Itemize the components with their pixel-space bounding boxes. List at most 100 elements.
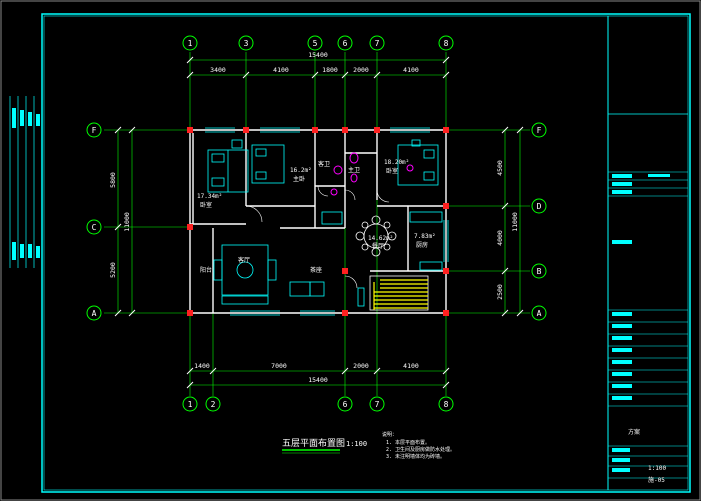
title-block: 方案 1:100 施-05 bbox=[607, 16, 688, 490]
dim-bottom-seg: 4100 bbox=[403, 362, 419, 370]
room-name: 主卫 bbox=[348, 166, 360, 174]
svg-text:D: D bbox=[537, 202, 542, 211]
svg-text:F: F bbox=[92, 126, 97, 135]
room-name: 主卧 bbox=[293, 175, 305, 183]
room-name: 客厅 bbox=[238, 256, 250, 264]
svg-text:A: A bbox=[92, 309, 97, 318]
dimension-texts: 15400 3400 4100 1800 2000 4100 1400 7000… bbox=[109, 51, 519, 384]
notes-title: 说明： bbox=[382, 431, 397, 438]
room-name: 餐厅 bbox=[372, 242, 384, 250]
room-area: 7.83m² bbox=[414, 233, 436, 240]
svg-text:C: C bbox=[92, 223, 97, 232]
dimension-ticks bbox=[114, 56, 524, 389]
svg-text:F: F bbox=[537, 126, 542, 135]
room-name: 客卫 bbox=[318, 160, 330, 168]
room-name: 阳台 bbox=[200, 266, 212, 274]
axis-bubble-right: A bbox=[531, 305, 547, 321]
room-name: 卧室 bbox=[200, 201, 212, 209]
svg-text:2: 2 bbox=[211, 400, 216, 409]
windows bbox=[205, 127, 449, 316]
room-labels: 17.34m² 卧室 16.2m² 主卧 客卫 主卫 18.20m² 卧室 14… bbox=[197, 159, 436, 274]
room-name: 厨房 bbox=[416, 241, 428, 249]
binding-strip bbox=[9, 96, 43, 268]
axis-bubble-top: 1 bbox=[182, 35, 198, 51]
axis-bubble-top: 3 bbox=[238, 35, 254, 51]
svg-text:8: 8 bbox=[444, 39, 449, 48]
dim-bottom-total: 15400 bbox=[308, 376, 328, 384]
dim-top-seg: 3400 bbox=[210, 66, 226, 74]
dim-top-total: 15400 bbox=[308, 51, 328, 59]
axis-bubble-right: F bbox=[531, 122, 547, 138]
svg-text:6: 6 bbox=[343, 39, 348, 48]
drawing-title: 五层平面布置图 bbox=[282, 437, 345, 449]
drawing-title-group: 五层平面布置图 1:100 bbox=[282, 437, 367, 454]
dim-top-seg: 1800 bbox=[322, 66, 338, 74]
svg-text:8: 8 bbox=[444, 400, 449, 409]
axis-bubble-right: D bbox=[531, 198, 547, 214]
structural-columns bbox=[187, 127, 449, 316]
svg-text:3: 3 bbox=[244, 39, 249, 48]
axis-bubbles: 1 3 5 6 7 8 1 2 6 7 8 F C A F D B A bbox=[86, 35, 547, 412]
svg-text:5: 5 bbox=[313, 39, 318, 48]
room-name: 卧室 bbox=[386, 167, 398, 175]
dim-top-seg: 4100 bbox=[273, 66, 289, 74]
axis-bubble-top: 6 bbox=[337, 35, 353, 51]
axis-bubble-left: A bbox=[86, 305, 102, 321]
dimension-lines bbox=[117, 59, 521, 386]
room-area: 14.62m² bbox=[368, 235, 393, 242]
walls bbox=[189, 129, 447, 314]
axis-bubble-left: F bbox=[86, 122, 102, 138]
dim-left-seg: 5200 bbox=[109, 262, 117, 278]
svg-text:6: 6 bbox=[343, 400, 348, 409]
room-area: 17.34m² bbox=[197, 193, 222, 200]
svg-text:A: A bbox=[537, 309, 542, 318]
dining-table bbox=[355, 215, 397, 257]
axis-bubble-top: 5 bbox=[307, 35, 323, 51]
svg-text:7: 7 bbox=[375, 400, 380, 409]
room-name: 茶座 bbox=[310, 266, 322, 274]
axis-bubble-right: B bbox=[531, 263, 547, 279]
title-block-sheet: 施-05 bbox=[648, 476, 665, 484]
svg-text:1: 1 bbox=[188, 39, 193, 48]
axis-bubble-top: 8 bbox=[438, 35, 454, 51]
dim-left-seg: 5800 bbox=[109, 172, 117, 188]
room-area: 18.20m² bbox=[384, 159, 409, 166]
dim-left-total: 11000 bbox=[123, 212, 131, 232]
svg-text:1: 1 bbox=[188, 400, 193, 409]
dim-bottom-seg: 1400 bbox=[194, 362, 210, 370]
staircase bbox=[369, 275, 429, 311]
dim-right-total: 11000 bbox=[511, 212, 519, 232]
dim-top-seg: 4100 bbox=[403, 66, 419, 74]
drawing-scale: 1:100 bbox=[346, 440, 367, 448]
dim-top-seg: 2000 bbox=[353, 66, 369, 74]
drawing-frame bbox=[41, 13, 691, 493]
dim-right-seg: 4000 bbox=[496, 230, 504, 246]
drawing-notes: 说明： 1. 本层平面布置。 2. 卫生间及厨房做防水处理。 3. 未注明墙体均… bbox=[382, 431, 455, 460]
title-block-project: 方案 bbox=[628, 428, 640, 436]
note-line: 3. 未注明墙体均为砖墙。 bbox=[386, 453, 445, 460]
axis-bubble-bottom: 6 bbox=[337, 396, 353, 412]
door-swings bbox=[245, 185, 390, 289]
svg-text:B: B bbox=[537, 267, 542, 276]
note-line: 1. 本层平面布置。 bbox=[386, 439, 430, 446]
dim-bottom-seg: 7000 bbox=[271, 362, 287, 370]
furniture bbox=[207, 139, 443, 307]
title-block-scale: 1:100 bbox=[648, 465, 666, 472]
note-line: 2. 卫生间及厨房做防水处理。 bbox=[386, 446, 455, 453]
dim-right-seg: 2500 bbox=[496, 284, 504, 300]
drawing-frame-inner bbox=[43, 15, 689, 491]
dim-bottom-seg: 2000 bbox=[353, 362, 369, 370]
axis-bubble-bottom: 1 bbox=[182, 396, 198, 412]
axis-bubble-left: C bbox=[86, 219, 102, 235]
svg-text:7: 7 bbox=[375, 39, 380, 48]
dim-right-seg: 4500 bbox=[496, 160, 504, 176]
room-area: 16.2m² bbox=[290, 167, 312, 174]
axis-bubble-bottom: 2 bbox=[205, 396, 221, 412]
axis-bubble-top: 7 bbox=[369, 35, 385, 51]
axis-bubble-bottom: 7 bbox=[369, 396, 385, 412]
axis-grid bbox=[104, 52, 530, 396]
bathroom-fixtures bbox=[330, 152, 414, 196]
